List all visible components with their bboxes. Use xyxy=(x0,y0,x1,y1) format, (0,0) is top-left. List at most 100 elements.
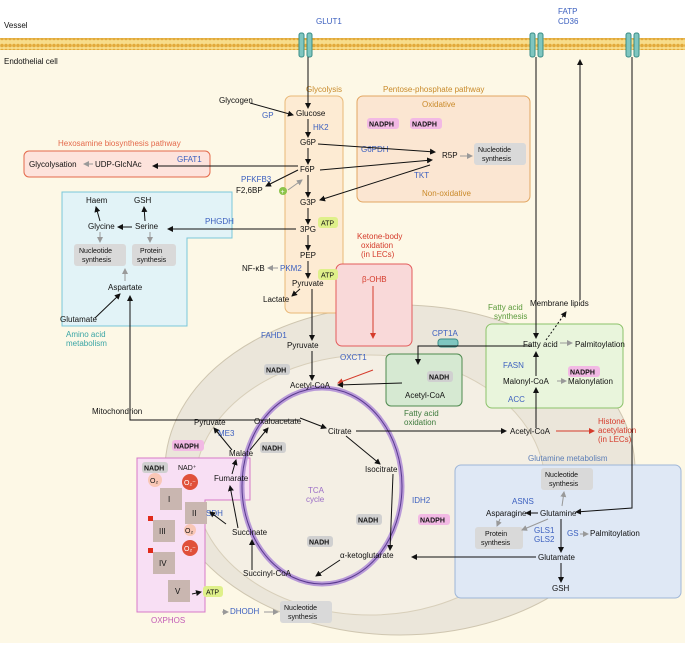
histone-title: Histone xyxy=(598,417,626,426)
me3-enzyme: ME3 xyxy=(218,429,235,438)
svg-text:II: II xyxy=(192,509,196,518)
cpt1a-enzyme: CPT1A xyxy=(432,329,458,338)
oxidative-label: Oxidative xyxy=(422,100,456,109)
glycolysis-title: Glycolysis xyxy=(306,85,342,94)
nadh-badge-akg: NADH xyxy=(307,536,333,547)
r5p: R5P xyxy=(442,151,458,160)
ketone-title-3: (in LECs) xyxy=(361,250,395,259)
glutamine-title: Glutamine metabolism xyxy=(528,454,608,463)
svg-text:Protein: Protein xyxy=(140,248,162,255)
fa-oxidation-title-2: oxidation xyxy=(404,418,436,427)
cpt1a-transporter xyxy=(437,338,459,348)
svg-text:NADPH: NADPH xyxy=(420,518,445,525)
sdh-enzyme: SDH xyxy=(206,509,223,518)
fahd1-enzyme: FAHD1 xyxy=(261,331,287,340)
svg-text:O₂⁻: O₂⁻ xyxy=(184,546,196,553)
glycogen: Glycogen xyxy=(219,96,253,105)
pyruvate-me3: Pyruvate xyxy=(194,418,226,427)
svg-text:NADH: NADH xyxy=(144,466,164,473)
membrane-lipids: Membrane lipids xyxy=(530,299,589,308)
oxphos-title: OXPHOS xyxy=(151,616,185,625)
nadph-badge-ppp-1: NADPH xyxy=(367,118,399,129)
inhibitor-marker-1 xyxy=(148,516,153,521)
gfat1-enzyme: GFAT1 xyxy=(177,155,202,164)
gls2-enzyme: GLS2 xyxy=(534,535,555,544)
glutamate-gln: Glutamate xyxy=(538,553,575,562)
plasma-membrane xyxy=(0,38,685,50)
tkt-enzyme: TKT xyxy=(414,171,429,180)
acetylcoa-mito: Acetyl-CoA xyxy=(290,381,331,390)
pyruvate-cyto: Pyruvate xyxy=(292,279,324,288)
fa-synthesis-title-2: synthesis xyxy=(494,312,527,321)
phgdh-enzyme: PHGDH xyxy=(205,217,234,226)
aspartate: Aspartate xyxy=(108,283,143,292)
svg-text:synthesis: synthesis xyxy=(137,257,167,264)
glycosylation: Glycolysation xyxy=(29,160,77,169)
bohb: β-OHB xyxy=(362,275,387,284)
acetylcoa-cyto: Acetyl-CoA xyxy=(510,427,551,436)
atp-badge-2: ATP xyxy=(318,269,338,280)
svg-text:Protein: Protein xyxy=(485,531,507,538)
hexosamine-title: Hexosamine biosynthesis pathway xyxy=(58,139,181,148)
nadh-badge-idh: NADH xyxy=(356,514,382,525)
svg-text:synthesis: synthesis xyxy=(549,481,579,488)
o2-bubble-2 xyxy=(184,524,196,536)
atp-badge-oxphos: ATP xyxy=(203,586,223,597)
gls1-enzyme: GLS1 xyxy=(534,526,555,535)
glutamine-box xyxy=(454,464,682,599)
svg-text:synthesis: synthesis xyxy=(481,540,511,547)
fatp-cd36-transporter xyxy=(529,32,544,58)
vessel-label: Vessel xyxy=(4,21,28,30)
svg-text:ATP: ATP xyxy=(206,590,219,597)
o2-bubble-1 xyxy=(148,473,162,487)
fatty-acid: Fatty acid xyxy=(523,340,558,349)
endothelial-cell-label: Endothelial cell xyxy=(4,57,58,66)
amino-acid-title: Amino acid xyxy=(66,330,106,339)
complex-v xyxy=(168,580,190,602)
nadh-badge-mdh: NADH xyxy=(260,442,286,453)
succinylcoa: Succinyl-CoA xyxy=(243,569,292,578)
nadh-badge-fao: NADH xyxy=(427,371,453,382)
complex-iii xyxy=(153,520,175,542)
fatp-label: FATP xyxy=(558,7,577,16)
mitochondrion-label: Mitochondrion xyxy=(92,407,142,416)
nadph-badge-fasn: NADPH xyxy=(568,366,600,377)
hk2-enzyme: HK2 xyxy=(313,123,329,132)
malonylcoa: Malonyl-CoA xyxy=(503,377,549,386)
gsh-gln: GSH xyxy=(552,584,570,593)
fa-synthesis-box xyxy=(485,323,624,409)
pfkfb3-enzyme: PFKFB3 xyxy=(241,175,272,184)
svg-text:NADH: NADH xyxy=(358,518,378,525)
acc-enzyme: ACC xyxy=(508,395,525,404)
lactate: Lactate xyxy=(263,295,290,304)
nucleotide-synthesis-amino: Nucleotide synthesis xyxy=(74,244,126,266)
gsh-amino: GSH xyxy=(134,196,152,205)
svg-text:V: V xyxy=(175,587,181,596)
glut1-label: GLUT1 xyxy=(316,17,342,26)
pkm2-enzyme: PKM2 xyxy=(280,264,302,273)
svg-text:Nucleotide: Nucleotide xyxy=(545,472,578,479)
svg-text:O₂: O₂ xyxy=(150,478,158,485)
haem: Haem xyxy=(86,196,108,205)
svg-text:Nucleotide: Nucleotide xyxy=(284,605,317,612)
g6p: G6P xyxy=(300,138,316,147)
svg-text:synthesis: synthesis xyxy=(288,614,318,621)
glycolysis-box xyxy=(284,95,344,314)
hexosamine-box xyxy=(23,150,211,178)
pyruvate-mito: Pyruvate xyxy=(287,341,319,350)
svg-text:Nucleotide: Nucleotide xyxy=(478,147,511,154)
svg-text:IV: IV xyxy=(159,559,167,568)
svg-text:NADPH: NADPH xyxy=(369,122,394,129)
svg-text:O₂⁻: O₂⁻ xyxy=(184,480,196,487)
histone-title-3: (in LECs) xyxy=(598,435,632,444)
f26bp: F2,6BP xyxy=(236,186,263,195)
acetylcoa-fao: Acetyl-CoA xyxy=(405,391,446,400)
nadph-badge-ppp-2: NADPH xyxy=(410,118,442,129)
svg-text:NADH: NADH xyxy=(266,368,286,375)
protein-synthesis-gln: Protein synthesis xyxy=(475,527,523,549)
vessel-region xyxy=(0,0,685,38)
palmitoylation-gs: Palmitoylation xyxy=(590,529,640,538)
glycine: Glycine xyxy=(88,222,115,231)
